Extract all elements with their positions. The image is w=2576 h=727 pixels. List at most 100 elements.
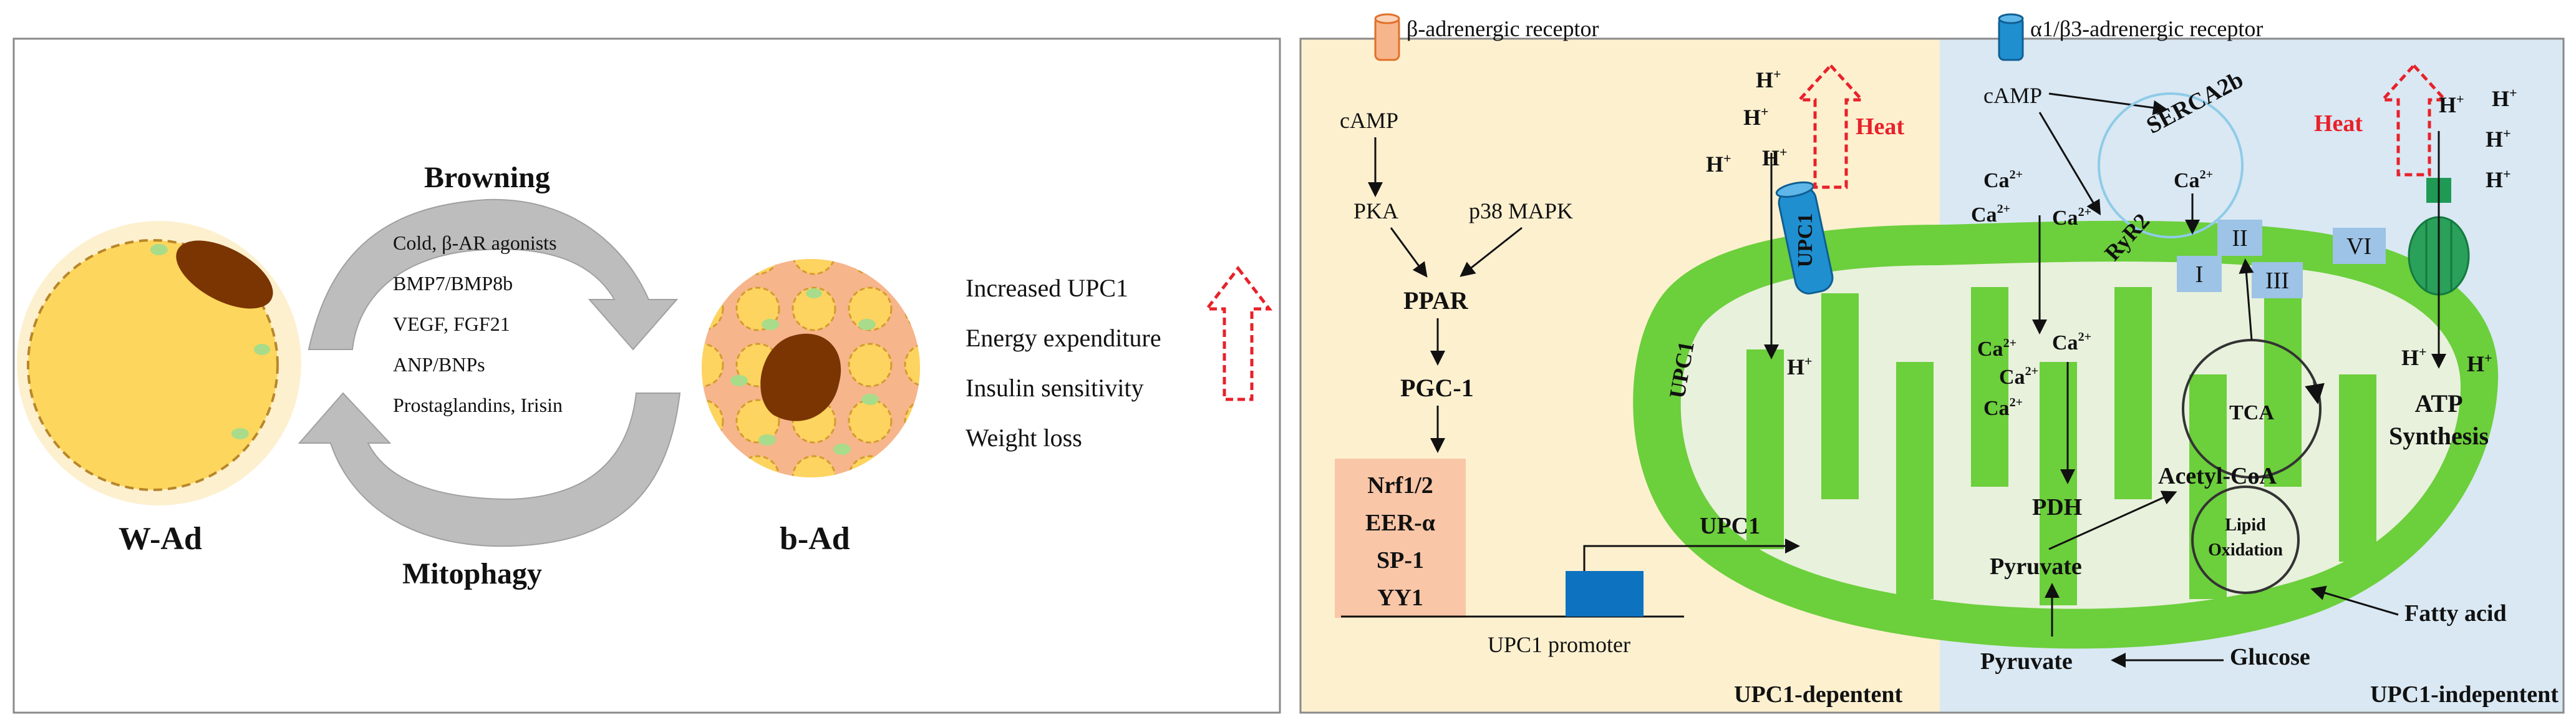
beta-receptor-label: β-adrenergic receptor (1407, 16, 1599, 41)
complex-box (2333, 228, 2386, 264)
calcium: Ca2+ (2174, 168, 2213, 192)
proton: H+ (1743, 104, 1769, 130)
brown-adipocyte (702, 259, 920, 477)
proton: H+ (1756, 66, 1781, 92)
arrow (2048, 490, 2177, 550)
dependent-label: UPC1-depentent (1734, 681, 1903, 708)
promoter-label: UPC1 promoter (1488, 632, 1630, 657)
left-panel: W-Ad Browning Mitophagy Cold, β-AR agoni… (12, 37, 1281, 714)
camp2-label: cAMP (1983, 83, 2042, 108)
heat-arrow-icon (2379, 63, 2449, 177)
upc1-channel-label: UPC1 (1794, 213, 1817, 268)
etc-complexes: I II III VI (2177, 220, 2386, 298)
camp-label: cAMP (1340, 108, 1398, 133)
outcome-item: Increased UPC1 (966, 274, 1128, 302)
calcium: Ca2+ (1983, 396, 2023, 420)
arrow (1390, 227, 1428, 278)
transcription-arrow (1583, 539, 1800, 571)
proton: H+ (2486, 166, 2511, 192)
arrow (2038, 112, 2101, 216)
proton: H+ (1787, 353, 1813, 379)
er-vesicle (2098, 92, 2244, 238)
arrow (2239, 258, 2254, 341)
transcription-factor-box (1335, 459, 1466, 618)
proton: H+ (2401, 344, 2427, 370)
calcium: Ca2+ (1983, 168, 2023, 192)
arrow (2048, 92, 2168, 115)
brown-adipocyte-label: b-Ad (780, 521, 850, 557)
browning-stimuli-list: Cold, β-AR agonists BMP7/BMP8b VEGF, FGF… (393, 232, 563, 416)
mitophagy-arrow (298, 392, 681, 547)
proton: H+ (2439, 91, 2464, 117)
white-adipocyte-label: W-Ad (119, 521, 202, 557)
glucose-label: Glucose (2230, 644, 2310, 670)
p38-label: p38 MAPK (1469, 198, 1573, 223)
atp-label: ATP (2414, 389, 2462, 417)
tca-label: TCA (2229, 401, 2274, 424)
complex-label: VI (2346, 233, 2371, 260)
beta-receptor-icon (1374, 13, 1400, 61)
heat-label: Heat (1856, 114, 1904, 140)
ppar-label: PPAR (1403, 286, 1469, 315)
outcomes-list: Increased UPC1 Energy expenditure Insuli… (966, 274, 1161, 452)
proton: H+ (1706, 150, 1731, 177)
proton: H+ (2486, 125, 2511, 152)
calcium-ions: Ca2+ Ca2+ Ca2+ Ca2+ Ca2+ Ca2+ Ca2+ Ca2+ (1971, 168, 2213, 420)
arrow (2305, 380, 2325, 404)
pgc1-label: PGC-1 (1400, 374, 1474, 402)
complex-label: III (2265, 268, 2289, 294)
calcium: Ca2+ (1977, 336, 2017, 361)
pyruvate-inner-label: Pyruvate (1990, 554, 2082, 580)
stimulus-item: Cold, β-AR agonists (393, 232, 557, 254)
browning-arrow (307, 198, 679, 351)
protons-independent: H+ H+ H+ H+ H+ H+ (2401, 85, 2517, 376)
arrow (1460, 227, 1523, 277)
gene-product-label: UPC1 (1700, 513, 1760, 539)
tf-line: EER-α (1365, 510, 1435, 536)
stimulus-item: Prostaglandins, Irisin (393, 394, 563, 416)
synthesis-label: Synthesis (2389, 422, 2489, 450)
complex-box (2177, 256, 2222, 292)
mitophagy-label: Mitophagy (402, 557, 542, 590)
browning-label: Browning (424, 161, 550, 194)
pyruvate-outer-label: Pyruvate (1980, 648, 2073, 675)
calcium: Ca2+ (1999, 364, 2038, 389)
complex-box (2252, 262, 2303, 298)
heat-label: Heat (2314, 110, 2363, 137)
increase-arrow-icon (1203, 265, 1273, 401)
promoter-box (1566, 571, 1644, 617)
complex-label: II (2232, 225, 2247, 251)
complex-label: I (2196, 261, 2204, 288)
outcome-item: Insulin sensitivity (966, 374, 1144, 402)
pdh-label: PDH (2032, 494, 2082, 520)
complex-box (2217, 220, 2262, 256)
independent-label: UPC1-indepentent (2370, 681, 2559, 708)
calcium: Ca2+ (1971, 202, 2010, 227)
stimulus-item: ANP/BNPs (393, 353, 485, 376)
arrow (2310, 585, 2399, 616)
tf-line: SP-1 (1377, 547, 1424, 573)
stimulus-item: BMP7/BMP8b (393, 272, 513, 295)
upc1-channel: UPC1 (1775, 181, 1834, 295)
outcome-item: Energy expenditure (966, 324, 1161, 352)
stimulus-item: VEGF, FGF21 (393, 313, 510, 335)
proton: H+ (2492, 85, 2517, 111)
calcium: Ca2+ (2052, 330, 2091, 354)
lipid-oxidation-cycle (2191, 485, 2300, 594)
heat-arrow-icon (1796, 63, 1866, 189)
white-adipocyte (17, 221, 301, 505)
alpha-beta-receptor-label: α1/β3-adrenergic receptor (2030, 16, 2263, 41)
tf-line: Nrf1/2 (1367, 472, 1433, 499)
proton: H+ (2467, 350, 2492, 376)
lipid-label: Lipid (2225, 515, 2266, 535)
tf-line: YY1 (1377, 585, 1423, 611)
right-panel: β-adrenergic receptor α1/β3-adrenergic r… (1299, 13, 2565, 714)
oxidation-label: Oxidation (2208, 540, 2283, 560)
mitochondrion (1633, 220, 2499, 649)
calcium: Ca2+ (2052, 205, 2091, 230)
fatty-acid-label: Fatty acid (2404, 600, 2507, 627)
alpha-beta-receptor-icon (1998, 13, 2024, 61)
pka-label: PKA (1353, 198, 1398, 223)
acetyl-coa-label: Acetyl-CoA (2158, 463, 2277, 489)
